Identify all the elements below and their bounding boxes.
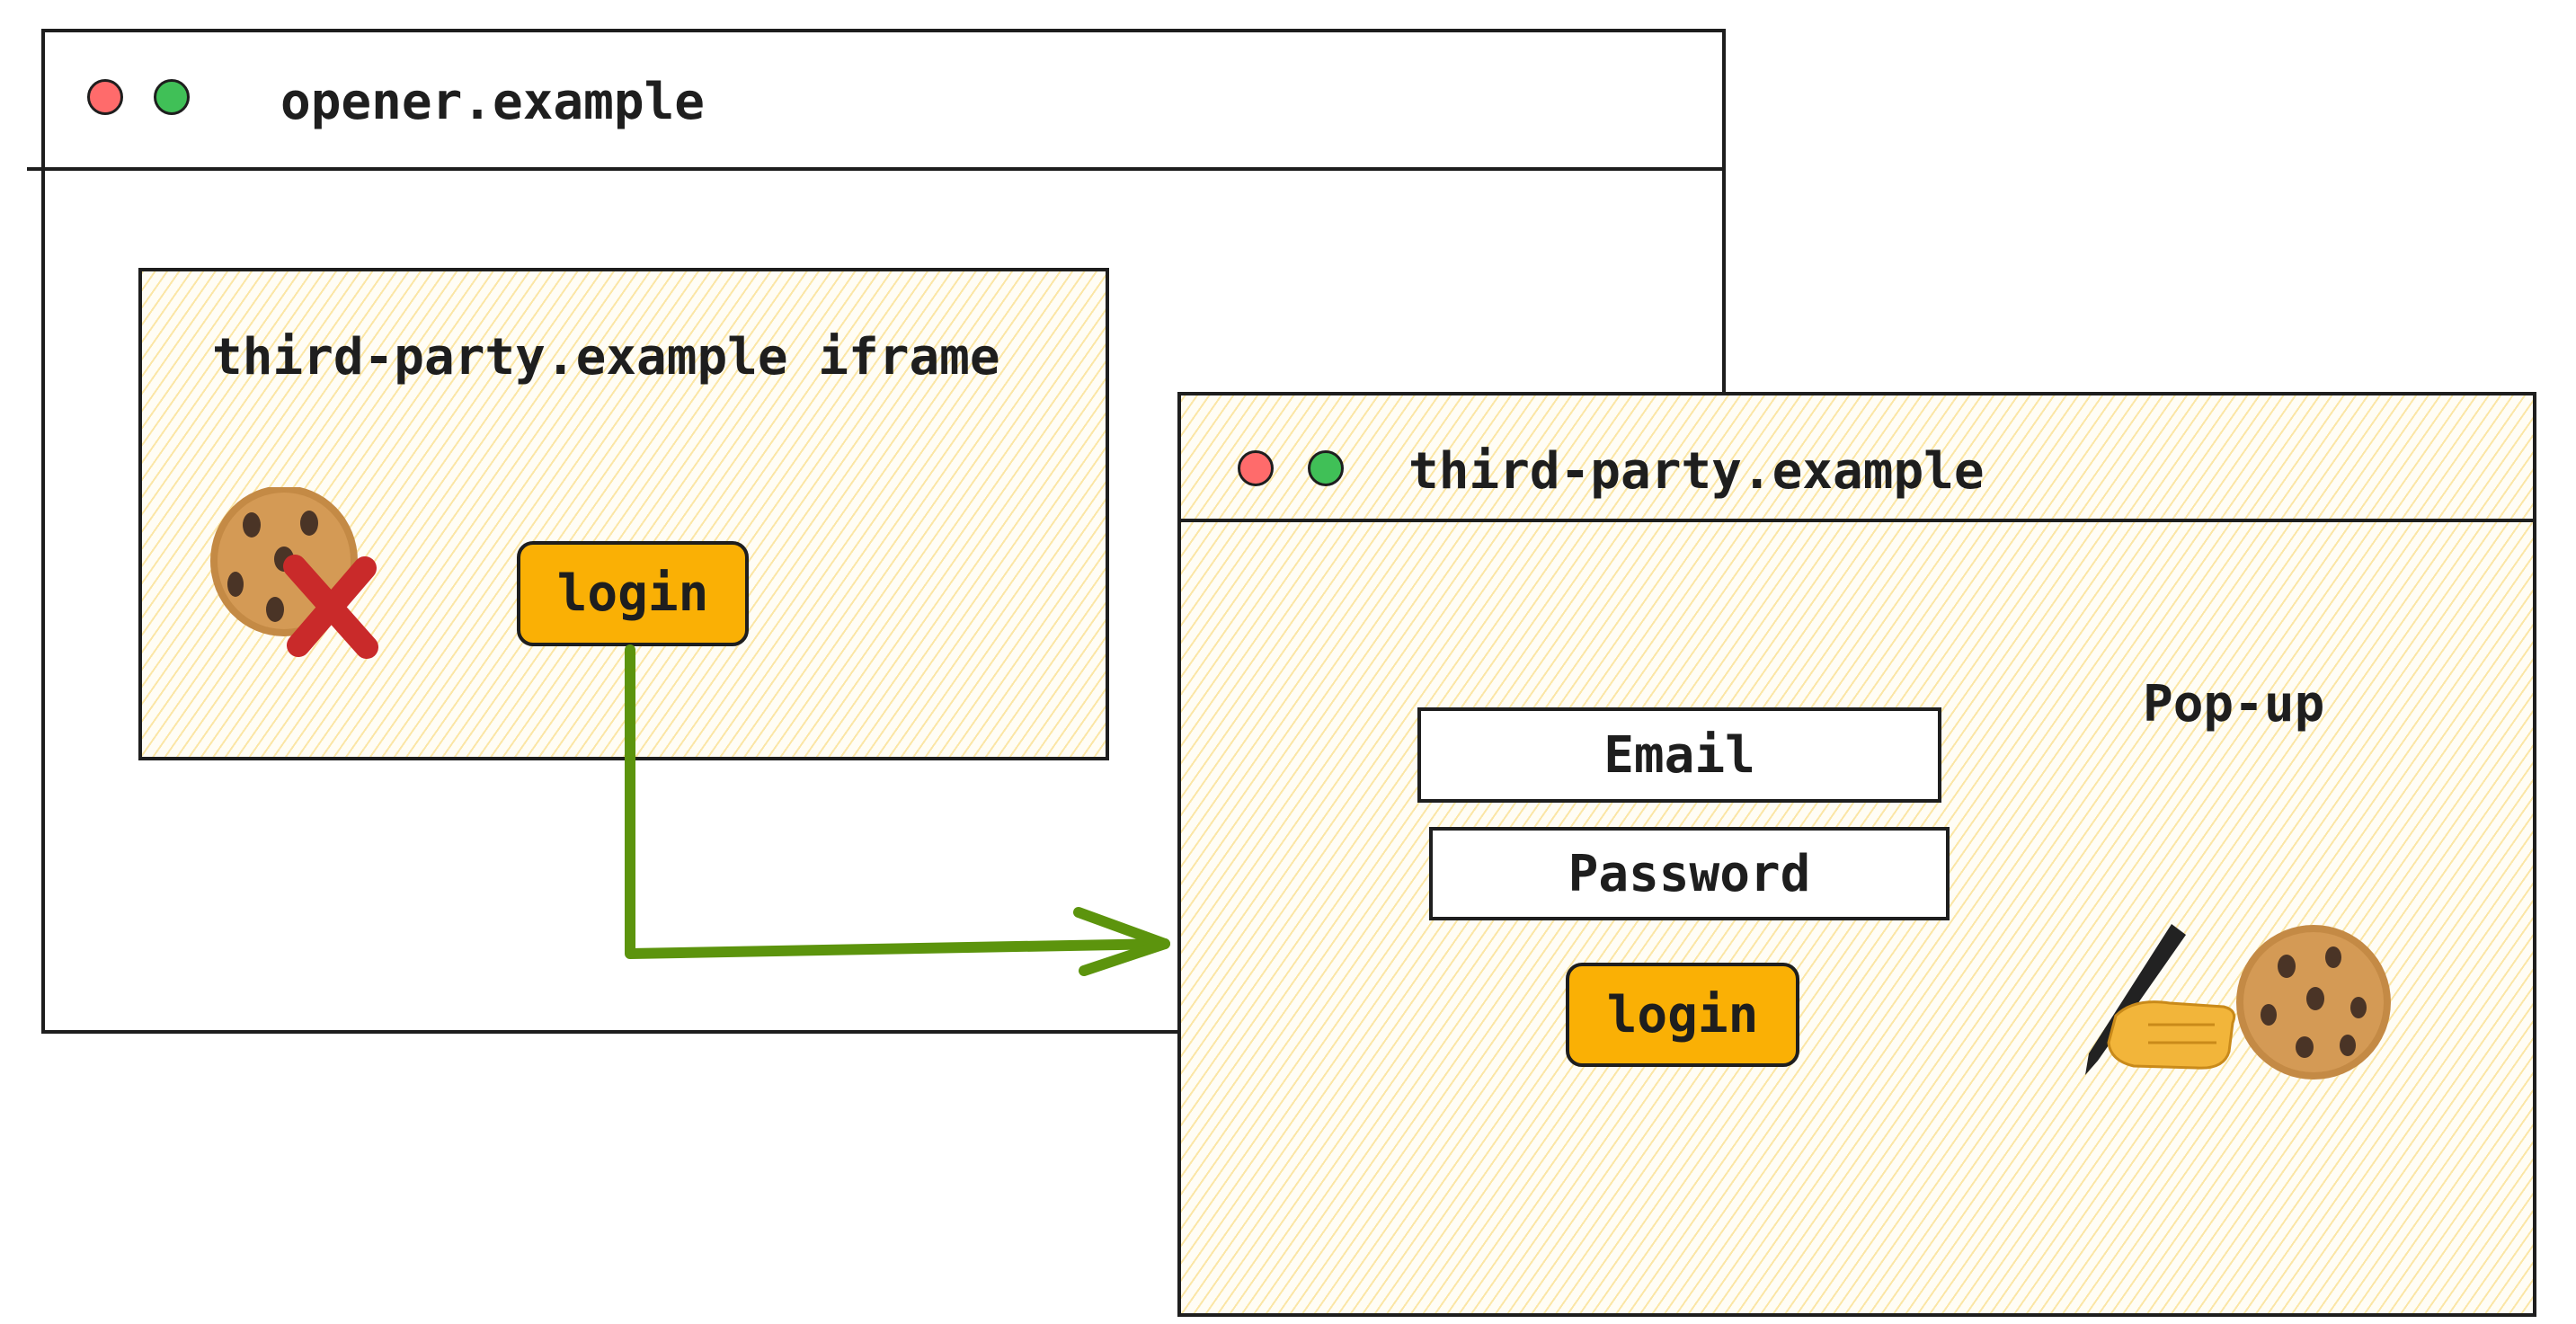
opener-title: opener.example (280, 73, 706, 131)
email-field[interactable]: Email (1417, 707, 1941, 803)
popup-login-button[interactable]: login (1566, 963, 1799, 1067)
writing-hand-icon (2085, 924, 2236, 1075)
iframe-login-button[interactable]: login (517, 541, 749, 646)
popup-window: third-party.example Pop-up Email Passwor… (1177, 392, 2536, 1317)
close-dot-icon[interactable] (1238, 450, 1274, 486)
cookie-icon (2236, 925, 2391, 1080)
popup-title: third-party.example (1408, 442, 1985, 501)
opener-title-divider (27, 167, 1722, 171)
password-field[interactable]: Password (1429, 827, 1950, 920)
iframe-label: third-party.example iframe (212, 328, 1000, 387)
popup-label: Pop-up (2143, 675, 2325, 733)
popup-title-divider (1181, 519, 2533, 522)
cookie-blocked-icon (210, 487, 378, 659)
maximize-dot-icon[interactable] (1308, 450, 1344, 486)
close-dot-icon[interactable] (87, 79, 123, 115)
maximize-dot-icon[interactable] (154, 79, 190, 115)
third-party-iframe: third-party.example iframe login (138, 268, 1109, 760)
